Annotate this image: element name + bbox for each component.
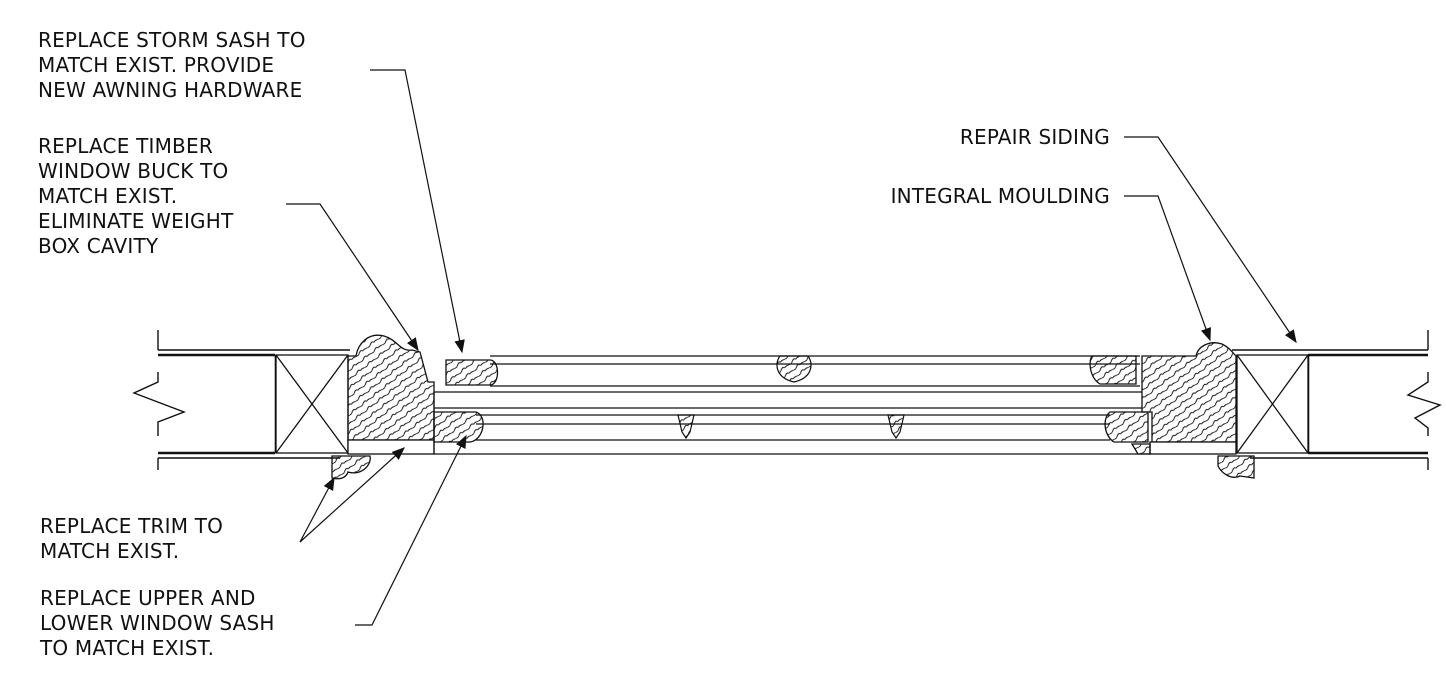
left-buck-section bbox=[347, 334, 435, 441]
wood-blocking bbox=[275, 354, 1309, 454]
right-buck-stop bbox=[1149, 441, 1237, 455]
left-sash-edges bbox=[433, 359, 499, 443]
left-interior-trim bbox=[331, 455, 371, 480]
note-moulding-line-1: INTEGRAL MOULDING bbox=[890, 184, 1110, 208]
left-buck-stop bbox=[347, 439, 435, 455]
note-trim-line-2: MATCH EXIST. bbox=[40, 539, 180, 563]
note-window-buck: REPLACE TIMBER WINDOW BUCK TO MATCH EXIS… bbox=[38, 134, 233, 259]
right-buck-section bbox=[1141, 342, 1237, 443]
note-window-sash-line-1: REPLACE UPPER AND bbox=[40, 586, 256, 610]
leader-trim-2 bbox=[299, 447, 405, 543]
note-window-sash-line-3: TO MATCH EXIST. bbox=[40, 636, 215, 660]
left-window-buck bbox=[331, 334, 435, 480]
glazing bbox=[433, 355, 1150, 455]
leader-window-buck bbox=[286, 203, 419, 352]
right-break-line bbox=[1406, 372, 1442, 436]
leader-trim-1 bbox=[299, 476, 335, 543]
muntins bbox=[677, 355, 905, 440]
note-siding-line-1: REPAIR SIDING bbox=[959, 125, 1110, 149]
left-break-line bbox=[132, 372, 186, 436]
note-siding: REPAIR SIDING bbox=[880, 125, 1110, 150]
note-storm-sash-line-1: REPLACE STORM SASH TO bbox=[38, 28, 306, 52]
wall-section bbox=[132, 330, 1442, 470]
leader-siding bbox=[1124, 136, 1297, 344]
left-blocking-x2 bbox=[275, 354, 349, 454]
leaders bbox=[286, 69, 1297, 626]
note-moulding: INTEGRAL MOULDING bbox=[830, 184, 1110, 209]
note-trim-line-1: REPLACE TRIM TO bbox=[40, 514, 224, 538]
right-blocking-x2 bbox=[1236, 354, 1309, 454]
note-window-buck-line-5: BOX CAVITY bbox=[38, 234, 159, 258]
right-sill-nosing bbox=[1130, 443, 1151, 455]
right-storm-sash-stile bbox=[1089, 355, 1137, 385]
note-window-sash-line-2: LOWER WINDOW SASH bbox=[40, 611, 275, 635]
right-interior-trim bbox=[1217, 455, 1255, 479]
leader-storm-sash bbox=[370, 69, 465, 354]
note-window-sash: REPLACE UPPER AND LOWER WINDOW SASH TO M… bbox=[40, 586, 275, 661]
muntin-right bbox=[887, 414, 905, 440]
left-lower-sash-stile bbox=[433, 411, 484, 443]
right-window-buck bbox=[1089, 342, 1255, 479]
right-lower-sash-stile bbox=[1104, 411, 1149, 443]
note-storm-sash: REPLACE STORM SASH TO MATCH EXIST. PROVI… bbox=[38, 28, 306, 103]
muntin-left bbox=[677, 414, 695, 440]
note-window-buck-line-2: WINDOW BUCK TO bbox=[38, 159, 229, 183]
note-storm-sash-line-3: NEW AWNING HARDWARE bbox=[38, 78, 303, 102]
note-window-buck-line-1: REPLACE TIMBER bbox=[38, 134, 213, 158]
note-storm-sash-line-2: MATCH EXIST. PROVIDE bbox=[38, 53, 275, 77]
note-window-buck-line-4: ELIMINATE WEIGHT bbox=[38, 209, 234, 233]
note-window-buck-line-3: MATCH EXIST. bbox=[38, 184, 178, 208]
note-trim: REPLACE TRIM TO MATCH EXIST. bbox=[40, 514, 223, 564]
storm-sash-muntin bbox=[776, 355, 812, 383]
left-storm-sash-stile bbox=[445, 359, 499, 386]
leader-moulding bbox=[1124, 195, 1211, 342]
leader-window-sash bbox=[355, 434, 467, 626]
